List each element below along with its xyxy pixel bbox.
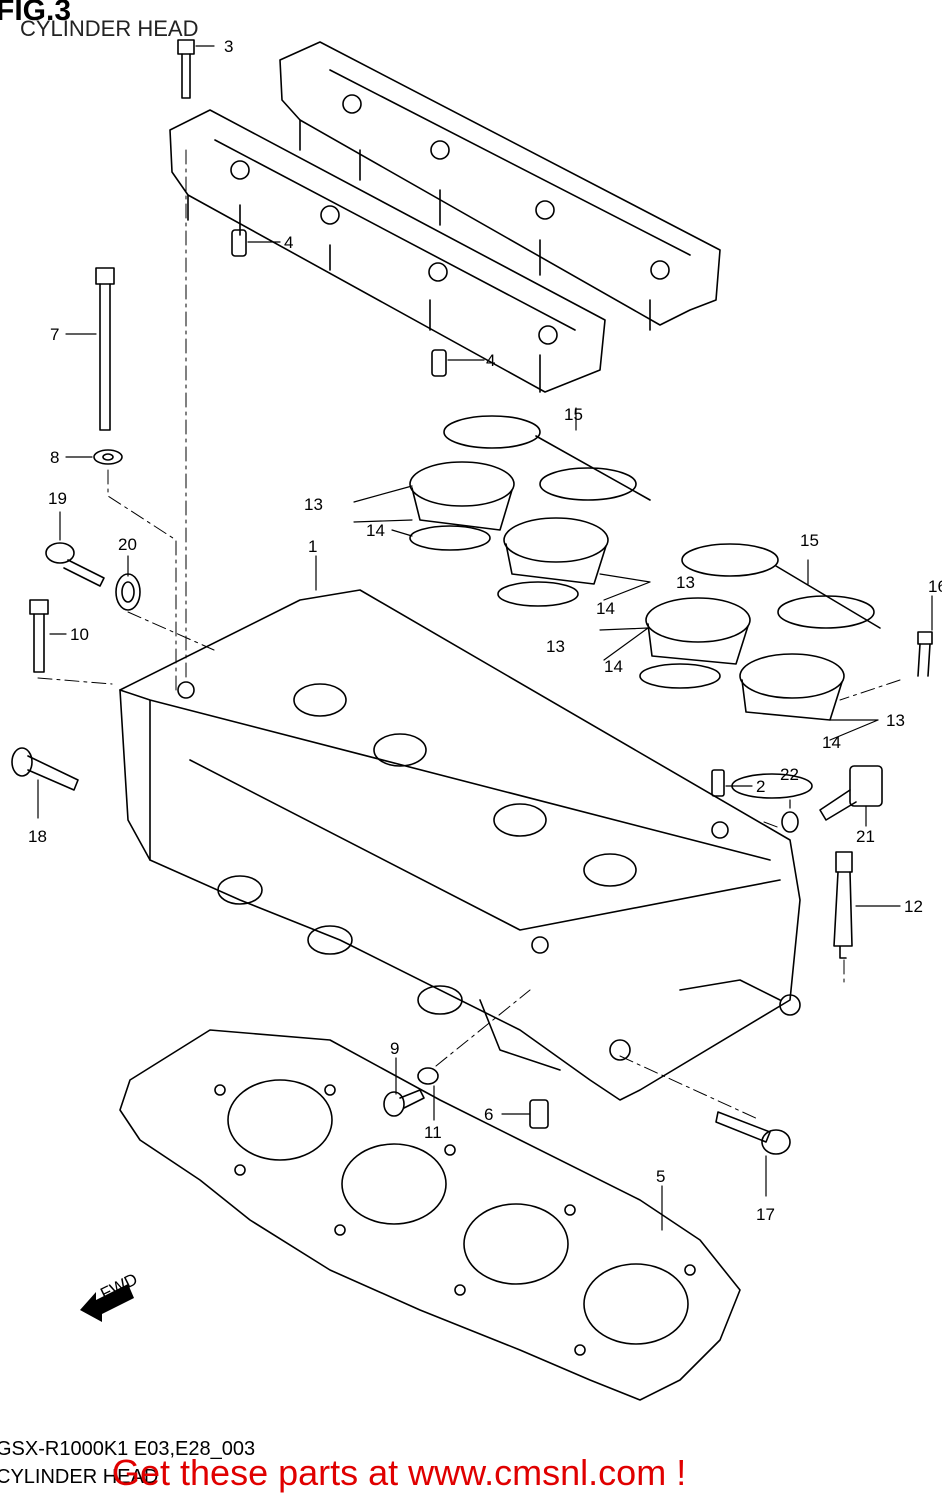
- bolt-19: [45, 542, 105, 587]
- cylinder-head: [119, 589, 801, 1101]
- callout-14a: 14: [366, 521, 385, 540]
- callout-4b: 4: [486, 351, 495, 370]
- reference-name: CYLINDER HEAD: [0, 1466, 159, 1488]
- reference-code: GSX-R1000K1 E03,E28_003: [0, 1438, 256, 1460]
- callout-6: 6: [484, 1105, 493, 1124]
- callout-14b: 14: [596, 599, 615, 618]
- assembly-lines: [37, 149, 901, 1121]
- bolt-3: [177, 39, 195, 99]
- dowel-6: [529, 1099, 549, 1129]
- figure-title: CYLINDER HEAD: [20, 16, 199, 41]
- callout-2: 2: [756, 777, 765, 796]
- callout-22: 22: [780, 765, 799, 784]
- callout-13c: 13: [546, 637, 565, 656]
- bolt-7: [95, 267, 115, 431]
- spark-plug-12: [833, 851, 853, 959]
- callout-10: 10: [70, 625, 89, 644]
- figure-label: FIG.3: [0, 0, 72, 27]
- bolt-10: [29, 599, 49, 673]
- callout-7: 7: [50, 325, 59, 344]
- fwd-arrow-icon: [80, 1284, 134, 1322]
- clamp-15-upper: [443, 415, 651, 501]
- callout-8: 8: [50, 448, 59, 467]
- intake-pipe-2: [497, 517, 609, 607]
- sensor-21: [819, 765, 883, 821]
- callout-15a: 15: [564, 405, 583, 424]
- camshaft-holder-front: [169, 109, 606, 393]
- callout-numbers: 1 2 3 4 4 5 6 7 8 9 10 11 12 13 13 13 13…: [28, 37, 942, 1304]
- callout-4a: 4: [284, 233, 293, 252]
- dowel-4-upper: [231, 229, 247, 257]
- bolt-9: [383, 1089, 425, 1117]
- callout-3: 3: [224, 37, 233, 56]
- camshaft-holder-rear: [279, 41, 721, 331]
- callout-16: 16: [928, 577, 942, 596]
- callout-14c: 14: [604, 657, 623, 676]
- callout-9: 9: [390, 1039, 399, 1058]
- callout-13b: 13: [676, 573, 695, 592]
- intake-pipe-1: [409, 461, 515, 551]
- leader-lines: [37, 45, 933, 1231]
- callout-21: 21: [856, 827, 875, 846]
- bolt-17: [715, 1111, 791, 1155]
- callout-14d: 14: [822, 733, 841, 752]
- washer-8: [93, 449, 123, 465]
- callout-11: 11: [424, 1123, 442, 1142]
- callout-13d: 13: [886, 711, 905, 730]
- bolt-18: [11, 747, 79, 791]
- bolt-16: [917, 631, 933, 677]
- parts-banner-link[interactable]: Get these parts at www.cmsnl.com !: [112, 1452, 687, 1493]
- seal-20: [115, 573, 141, 611]
- callout-15b: 15: [800, 531, 819, 550]
- callout-17: 17: [756, 1205, 775, 1224]
- dowel-4-lower: [431, 349, 447, 377]
- callout-18: 18: [28, 827, 47, 846]
- washer-22: [781, 811, 799, 833]
- ring-11: [417, 1067, 439, 1085]
- callout-1: 1: [308, 537, 317, 556]
- callout-19: 19: [48, 489, 67, 508]
- clamp-15-lower: [681, 543, 881, 629]
- stud-2: [711, 769, 725, 797]
- callout-12: 12: [904, 897, 923, 916]
- callout-5: 5: [656, 1167, 665, 1186]
- callout-20: 20: [118, 535, 137, 554]
- callout-13a: 13: [304, 495, 323, 514]
- intake-pipe-3: [639, 597, 751, 689]
- head-gasket: [119, 1029, 741, 1401]
